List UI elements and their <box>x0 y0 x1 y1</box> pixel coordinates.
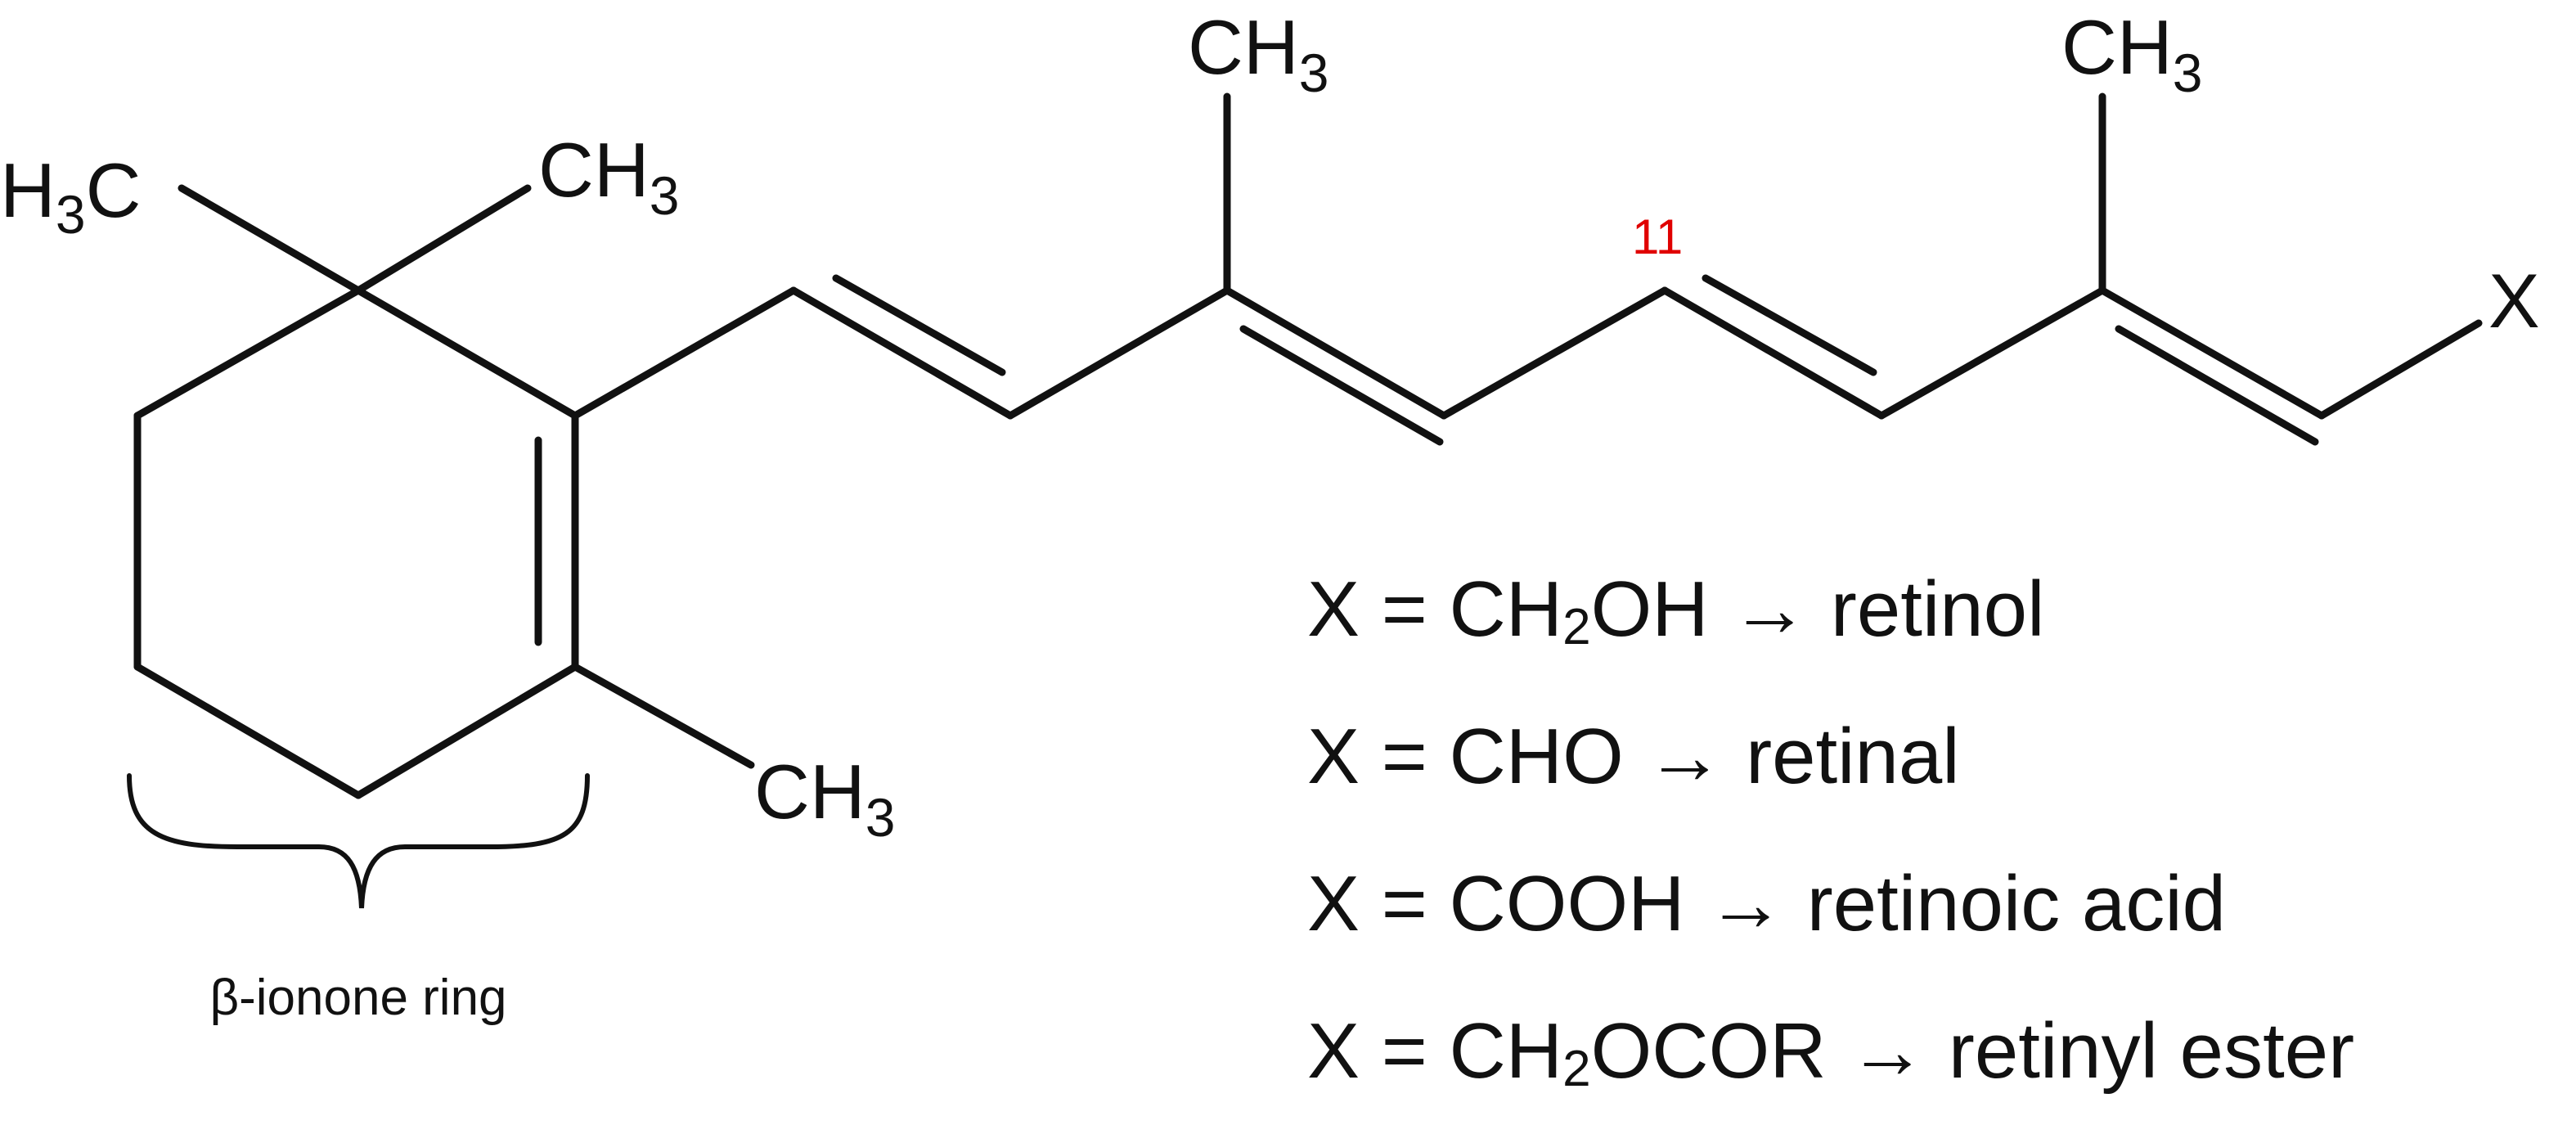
methyl-label-chain-1: CH3 <box>1188 4 1329 103</box>
arrow-icon: → <box>1645 713 1724 800</box>
lower-methyl-bond <box>571 663 755 769</box>
ring-bond <box>133 286 362 420</box>
chain-bond <box>1877 286 2106 420</box>
arrow-icon: → <box>1848 1007 1927 1095</box>
chain-double-bond-inner <box>832 274 1006 376</box>
chain-bond <box>1440 286 1669 420</box>
top-methyl-bond <box>354 184 532 295</box>
chain-bond-to-x <box>2318 319 2483 420</box>
chain-double-bond <box>2098 286 2326 420</box>
legend-row-retinal: X = CHO → retinal <box>1307 713 1960 800</box>
arrow-icon: → <box>1730 565 1809 653</box>
legend-row-retinyl-ester: X = CH2OCOR → retinyl ester <box>1307 1007 2355 1097</box>
beta-ionone-ring <box>133 286 579 799</box>
polyene-chain <box>571 92 2483 446</box>
chain-double-bond <box>1223 286 1448 420</box>
ring-bond <box>354 286 579 420</box>
legend-row-retinoic-acid: X = COOH → retinoic acid <box>1307 860 2227 947</box>
chain-bond <box>571 286 798 420</box>
ring-brace <box>127 773 590 909</box>
left-methyl-bond <box>178 184 362 295</box>
chain-double-bond-inner <box>1239 325 1444 446</box>
beta-ionone-ring-label: β-ionone ring <box>209 970 506 1026</box>
chain-double-bond <box>789 286 1014 420</box>
methyl-label-chain-2: CH3 <box>2061 4 2203 103</box>
legend-row-retinol: X = CH2OH → retinol <box>1307 565 2045 655</box>
substituent-legend: X = CH2OH → retinol X = CHO → retinal X … <box>1307 536 2354 1125</box>
methyl-label-left: H3C <box>0 147 142 245</box>
methyl-label-lower-ring: CH3 <box>754 749 896 848</box>
chain-double-bond-inner <box>1702 274 1877 376</box>
ring-bond <box>354 663 579 799</box>
ring-bond <box>133 663 362 799</box>
chain-bond <box>1006 286 1231 420</box>
carbon-11-number: 11 <box>1632 209 1683 264</box>
substituent-x-label: X <box>2488 258 2540 344</box>
arrow-icon: → <box>1706 860 1786 947</box>
methyl-label-top-ring: CH3 <box>538 127 680 226</box>
chain-double-bond-inner <box>2115 325 2319 446</box>
chain-double-bond <box>1661 286 1886 420</box>
